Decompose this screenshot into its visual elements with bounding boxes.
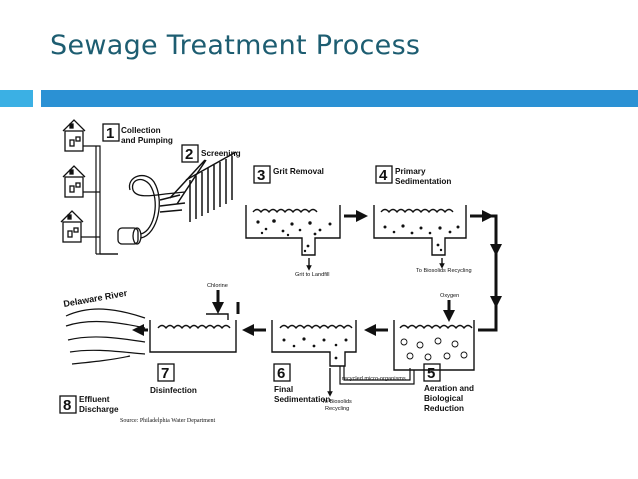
delaware-river-label: Delaware River bbox=[63, 288, 129, 309]
step-7: 7 Disinfection bbox=[150, 363, 197, 395]
svg-text:5: 5 bbox=[427, 365, 435, 382]
step-5: 5 Aeration and Biological Reduction bbox=[423, 363, 474, 413]
accent-bar-small bbox=[0, 90, 33, 107]
svg-text:Screening: Screening bbox=[201, 149, 241, 158]
svg-text:and Pumping: and Pumping bbox=[121, 136, 173, 145]
collection-pipes bbox=[81, 145, 118, 255]
accent-bar-long bbox=[41, 90, 638, 107]
svg-text:Discharge: Discharge bbox=[79, 405, 119, 414]
step-3: 3 Grit Removal bbox=[253, 165, 324, 184]
to-biosolids-recycling-label: To Biosolids Recycling bbox=[416, 268, 472, 274]
svg-text:Disinfection: Disinfection bbox=[150, 386, 197, 395]
svg-text:4: 4 bbox=[379, 167, 388, 184]
svg-text:1: 1 bbox=[106, 125, 114, 142]
pump-icon bbox=[117, 174, 186, 245]
step-8: 8 Effluent Discharge bbox=[59, 395, 119, 414]
svg-text:Biological: Biological bbox=[424, 394, 463, 403]
svg-text:Grit Removal: Grit Removal bbox=[273, 167, 324, 176]
svg-text:8: 8 bbox=[63, 397, 71, 414]
river-icon bbox=[65, 308, 146, 365]
final-sedimentation-tank bbox=[271, 320, 357, 367]
svg-text:7: 7 bbox=[161, 365, 169, 382]
recycled-micro-organisms-label: recycled micro-organisms bbox=[342, 376, 406, 382]
source-credit: Source: Philadelphia Water Department bbox=[120, 418, 216, 424]
svg-text:Sedimentation: Sedimentation bbox=[395, 177, 451, 186]
house-icon bbox=[60, 210, 84, 243]
step-1: 1 Collection and Pumping bbox=[102, 123, 173, 145]
svg-text:Final: Final bbox=[274, 385, 293, 394]
screening-bars bbox=[159, 151, 237, 222]
primary-solids bbox=[383, 224, 460, 252]
svg-text:3: 3 bbox=[257, 167, 265, 184]
grit-to-landfill-label: Grit to Landfill bbox=[295, 272, 330, 278]
recycle-loop bbox=[339, 366, 415, 385]
to-biosolids-label-line1: To Biosolids bbox=[322, 399, 352, 405]
oxygen-label: Oxygen bbox=[440, 293, 459, 299]
svg-text:Effluent: Effluent bbox=[79, 395, 110, 404]
svg-text:2: 2 bbox=[185, 146, 193, 163]
svg-text:Aeration and: Aeration and bbox=[424, 384, 474, 393]
grit-removal-tank bbox=[245, 205, 341, 256]
slide-title: Sewage Treatment Process bbox=[50, 30, 421, 61]
svg-text:Sedimentation: Sedimentation bbox=[274, 395, 330, 404]
house-icon bbox=[62, 119, 86, 152]
aeration-tank bbox=[393, 320, 475, 371]
title-accent-bar bbox=[0, 90, 638, 107]
house-icon bbox=[62, 165, 86, 198]
grit-particles bbox=[256, 219, 332, 253]
svg-text:Primary: Primary bbox=[395, 167, 426, 176]
chlorine-label: Chlorine bbox=[207, 283, 228, 289]
primary-sedimentation-tank bbox=[373, 205, 467, 256]
step-6: 6 Final Sedimentation bbox=[273, 363, 330, 404]
step-2: 2 Screening bbox=[181, 144, 241, 163]
flow-arrows bbox=[132, 210, 502, 397]
svg-text:6: 6 bbox=[277, 365, 285, 382]
to-biosolids-label-line2: Recycling bbox=[325, 406, 349, 412]
disinfection-tank bbox=[149, 313, 237, 353]
svg-text:Collection: Collection bbox=[121, 126, 161, 135]
step-4: 4 Primary Sedimentation bbox=[375, 165, 451, 186]
svg-text:Reduction: Reduction bbox=[424, 404, 464, 413]
final-solids bbox=[282, 337, 348, 360]
micro-organisms bbox=[400, 337, 468, 361]
